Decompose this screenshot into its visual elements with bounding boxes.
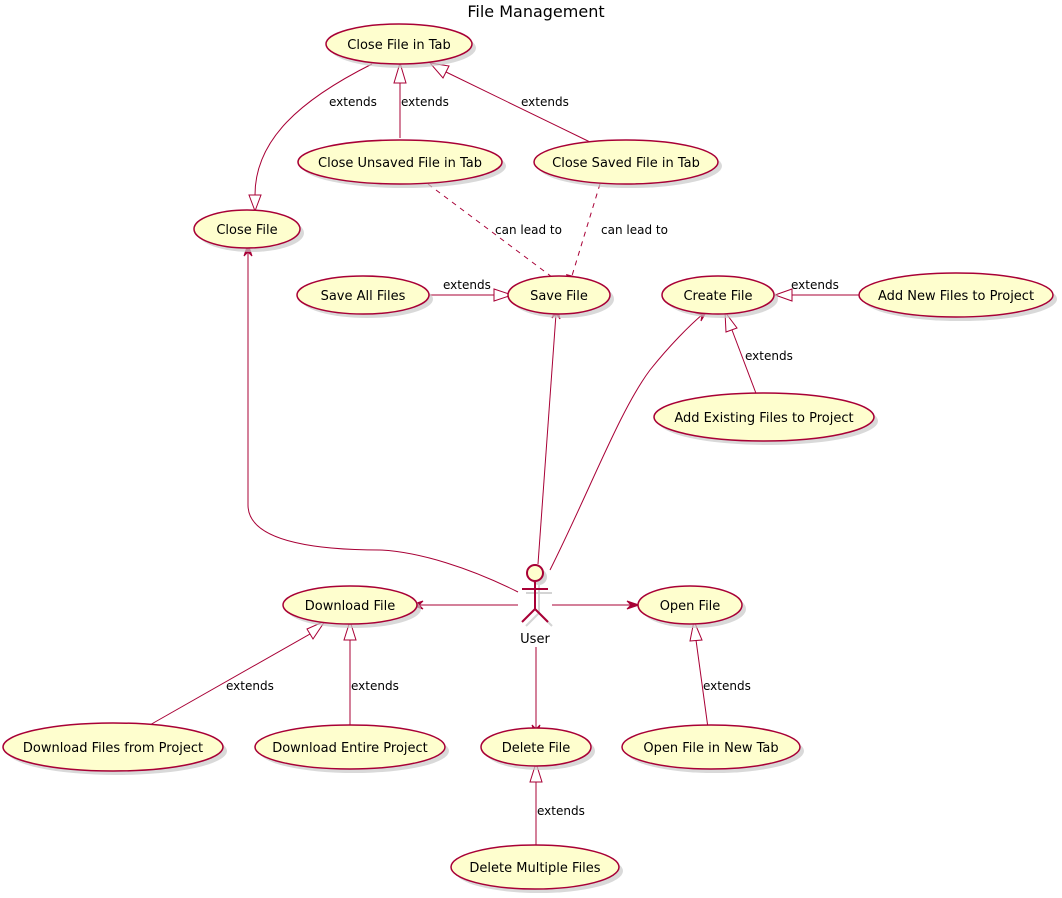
use-case-label: Delete File: [502, 741, 571, 756]
actor-user: User: [520, 564, 553, 647]
extends-arrowhead: [493, 288, 514, 302]
use-case-save-file: Save File: [507, 275, 614, 318]
use-case-add-new-files-to-project: Add New Files to Project: [858, 272, 1057, 321]
edge-label-extends: extends: [537, 804, 585, 818]
extends-arrowhead: [529, 761, 543, 783]
use-case-label: Close Unsaved File in Tab: [318, 156, 482, 171]
use-case-label: Download File: [305, 599, 396, 614]
use-case-label: Download Entire Project: [272, 741, 428, 756]
use-case-label: Close File in Tab: [347, 38, 450, 53]
use-case-label: Save File: [530, 289, 588, 304]
use-case-save-all-files: Save All Files: [296, 275, 433, 318]
use-case-label: Add Existing Files to Project: [674, 411, 853, 426]
edge-label-extends: extends: [329, 95, 377, 109]
edge-label-extends: extends: [703, 679, 751, 693]
extends-arrowhead: [343, 619, 357, 641]
use-case-close-unsaved-file-in-tab: Close Unsaved File in Tab: [297, 139, 506, 188]
edge-label-extends: extends: [351, 679, 399, 693]
edge-label-extends: extends: [745, 349, 793, 363]
edge-label-can-lead-to: can lead to: [601, 223, 668, 237]
use-case-label: Open File in New Tab: [643, 741, 778, 756]
actor-label: User: [520, 632, 550, 647]
use-case-download-entire-project: Download Entire Project: [254, 724, 449, 773]
use-case-close-file: Close File: [193, 209, 304, 252]
use-case-delete-file: Delete File: [480, 727, 595, 770]
edge-label-extends: extends: [226, 679, 274, 693]
use-case-close-file-in-tab: Close File in Tab: [325, 23, 476, 68]
extends-arrowhead: [393, 61, 407, 84]
edge-download-files-from-project-extends-download-file: [147, 633, 311, 727]
diagram-title: File Management: [467, 2, 604, 21]
edge-label-can-lead-to: can lead to: [495, 223, 562, 237]
use-case-delete-multiple-files: Delete Multiple Files: [450, 844, 623, 893]
use-case-label: Close Saved File in Tab: [552, 156, 700, 171]
use-case-create-file: Create File: [661, 275, 778, 318]
use-case-add-existing-files-to-project: Add Existing Files to Project: [653, 392, 878, 445]
use-case-close-saved-file-in-tab: Close Saved File in Tab: [533, 139, 722, 188]
use-case-label: Open File: [660, 599, 721, 614]
edge-open-new-tab-extends-open-file: [695, 639, 709, 729]
extends-arrowhead: [306, 619, 327, 640]
person-icon: [521, 564, 549, 623]
use-case-open-file-in-new-tab: Open File in New Tab: [621, 724, 804, 773]
edge-user-to-close-file: [247, 252, 519, 593]
edge-label-extends: extends: [443, 278, 491, 292]
edge-close-saved-extends-close-file-in-tab: [445, 71, 591, 143]
use-case-label: Save All Files: [321, 289, 406, 304]
edge-user-to-create-file: [549, 313, 704, 571]
extends-arrowhead: [248, 194, 262, 213]
use-case-download-files-from-project: Download Files from Project: [2, 722, 227, 775]
use-case-label: Close File: [216, 223, 277, 238]
edge-label-extends: extends: [521, 95, 569, 109]
association-arrowhead: [626, 600, 641, 610]
extends-arrowhead: [773, 288, 793, 302]
use-case-label: Download Files from Project: [23, 741, 203, 756]
edge-user-to-save-file: [537, 313, 557, 565]
use-case-label: Delete Multiple Files: [469, 861, 600, 876]
use-case-download-file: Download File: [282, 585, 421, 628]
edge-label-extends: extends: [791, 278, 839, 292]
use-case-label: Add New Files to Project: [878, 289, 1034, 304]
edge-close-saved-can-lead-to-save-file: [570, 183, 601, 280]
edge-add-existing-extends-create-file: [731, 329, 758, 397]
edge-close-unsaved-can-lead-to-save-file: [427, 183, 557, 281]
use-case-open-file: Open File: [637, 585, 746, 628]
edge-close-file-in-tab-extends-close-file: [254, 63, 373, 196]
use-case-label: Create File: [683, 289, 752, 304]
edge-label-extends: extends: [401, 95, 449, 109]
